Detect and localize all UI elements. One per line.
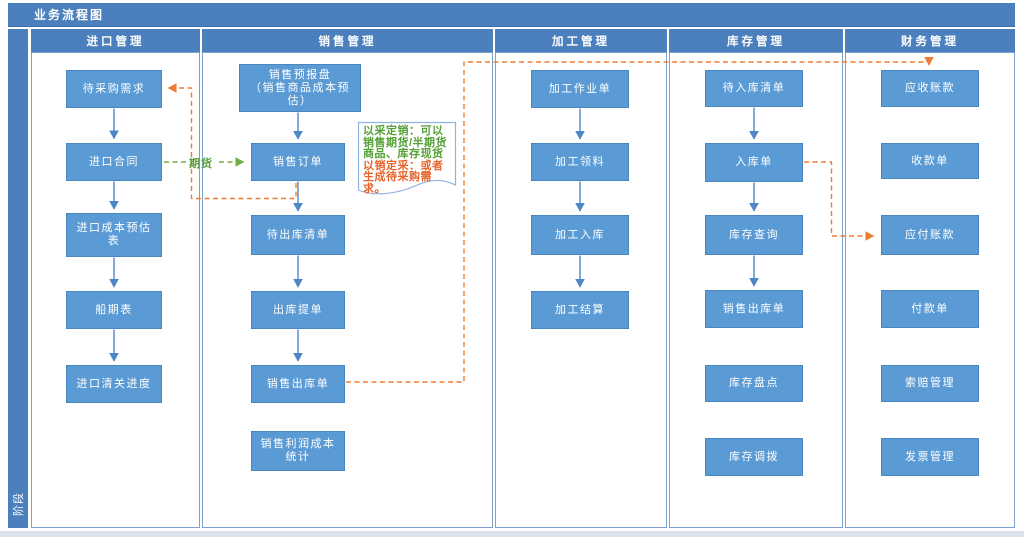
node-import-customs-progress[interactable]: 进口清关进度	[66, 365, 162, 403]
node-sales-outbound-order-inv[interactable]: 销售出库单	[705, 290, 803, 328]
lane-header-label: 进口管理	[86, 35, 145, 48]
node-pending-outbound-list[interactable]: 待出库清单	[251, 215, 345, 255]
lane-header-label: 库存管理	[727, 35, 785, 48]
node-accounts-receivable[interactable]: 应收账款	[881, 70, 979, 107]
node-accounts-payable[interactable]: 应付账款	[881, 215, 979, 255]
node-pending-inbound-list[interactable]: 待入库清单	[705, 70, 803, 107]
node-inbound-order[interactable]: 入库单	[705, 143, 803, 182]
lane-body-import	[31, 52, 200, 528]
node-pending-purchase-request[interactable]: 待采购需求	[66, 70, 162, 108]
page-bottom-edge	[0, 531, 1024, 537]
node-receipt-order[interactable]: 收款单	[881, 143, 979, 179]
lane-header-import[interactable]: 进口管理	[31, 29, 200, 52]
node-processing-job-order[interactable]: 加工作业单	[531, 70, 629, 108]
node-processing-material-requisition[interactable]: 加工领料	[531, 143, 629, 181]
annotation-note[interactable]: 以采定销：可以 销售期货/半期货 商品、库存现货 以销定采：或者 生成待采购需 …	[363, 125, 455, 195]
lane-header-processing[interactable]: 加工管理	[495, 29, 667, 52]
node-sales-forecast-quote[interactable]: 销售预报盘 （销售商品成本预 估）	[239, 64, 361, 112]
node-processing-inbound[interactable]: 加工入库	[531, 215, 629, 255]
node-outbound-lading-bill[interactable]: 出库提单	[251, 291, 345, 329]
node-processing-settlement[interactable]: 加工结算	[531, 291, 629, 329]
node-sales-outbound-order[interactable]: 销售出库单	[251, 365, 345, 403]
diagram-title: 业务流程图	[34, 8, 105, 22]
node-inventory-stocktake[interactable]: 库存盘点	[705, 365, 803, 402]
phase-strip: 阶段	[8, 29, 28, 528]
node-inventory-query[interactable]: 库存查询	[705, 215, 803, 255]
node-invoice-management[interactable]: 发票管理	[881, 438, 979, 476]
phase-label: 阶段	[13, 492, 25, 516]
lane-header-sales[interactable]: 销售管理	[202, 29, 493, 52]
edge-label-futures: 期货	[189, 158, 213, 170]
node-sales-order[interactable]: 销售订单	[251, 143, 345, 181]
lane-header-label: 财务管理	[901, 35, 959, 48]
note-line: 商品、库存现货	[363, 148, 444, 160]
node-shipping-schedule[interactable]: 船期表	[66, 291, 162, 329]
lane-header-finance[interactable]: 财务管理	[845, 29, 1015, 52]
node-sales-profit-cost-stats[interactable]: 销售利润成本 统计	[251, 431, 345, 471]
note-line: 生成待采购需	[363, 171, 432, 183]
lane-body-processing	[495, 52, 667, 528]
note-line: 以采定销：可以	[363, 125, 444, 137]
lane-header-inventory[interactable]: 库存管理	[669, 29, 843, 52]
node-claims-management[interactable]: 索赔管理	[881, 365, 979, 402]
lane-header-label: 销售管理	[318, 35, 377, 48]
diagram-title-bar: 业务流程图	[8, 3, 1015, 27]
node-inventory-transfer[interactable]: 库存调拨	[705, 438, 803, 476]
lane-header-label: 加工管理	[552, 35, 610, 48]
node-import-contract[interactable]: 进口合同	[66, 143, 162, 181]
node-payment-order[interactable]: 付款单	[881, 290, 979, 328]
node-import-cost-estimate[interactable]: 进口成本预估 表	[66, 213, 162, 257]
lane-body-sales	[202, 52, 493, 528]
note-line: 求。	[363, 182, 386, 195]
